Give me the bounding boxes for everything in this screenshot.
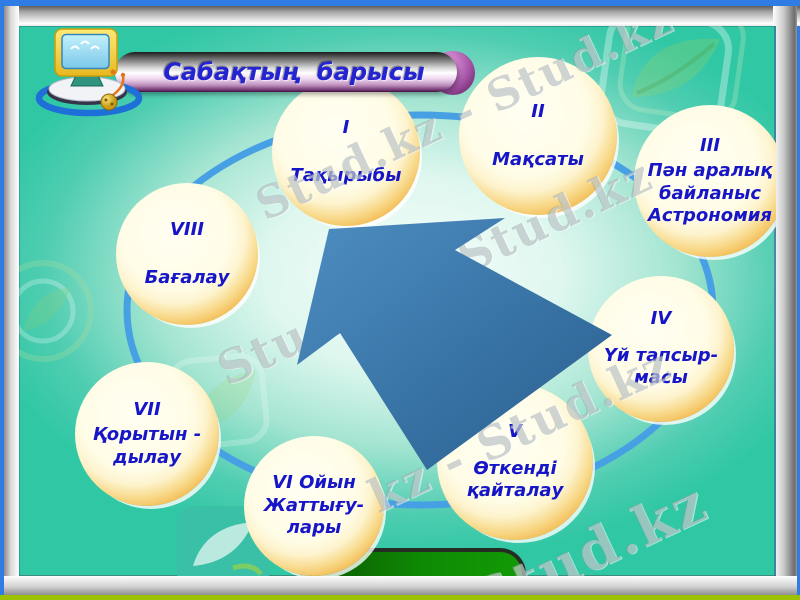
stage-circle-I: I Тақырыбы	[272, 78, 420, 226]
stage-circle-III: III Пән аралық байланыс Астрономия	[634, 105, 776, 257]
stage-label-line: Астрономия	[648, 205, 772, 226]
stage-numeral: VII	[133, 398, 161, 420]
stage-circle-VII: VII Қорытын - дылау	[75, 362, 219, 506]
stage-numeral: VI Ойын	[272, 472, 356, 494]
computer-monitor-icon	[35, 28, 143, 117]
stage-label-line: Жаттығу-	[263, 494, 365, 516]
page-title: Сабақтың барысы	[163, 58, 425, 86]
stage-label-line: Бағалау	[144, 267, 230, 288]
stage-numeral: IV	[650, 308, 672, 330]
frame-top-silver-bar	[4, 6, 800, 26]
frame-right-silver-bar	[773, 6, 797, 595]
stage-label-line: дылау	[113, 446, 181, 468]
stage-label-line: лары	[286, 517, 342, 539]
stage-numeral: I	[342, 116, 350, 138]
stage-label-line: Тақырыбы	[290, 165, 402, 186]
frame-bottom-olive-edge	[0, 595, 800, 600]
stage-label-line: Өткенді	[473, 457, 557, 479]
stage-circle-VIII: VIII Бағалау	[116, 183, 258, 325]
stage-numeral: V	[508, 421, 522, 443]
stage-circle-VI: VI Ойын Жаттығу- лары	[244, 436, 384, 576]
center-arrow	[297, 218, 612, 470]
stage-label-line: байланыс	[658, 182, 762, 204]
stage-label-line: масы	[634, 367, 688, 389]
frame-left-silver-bar	[4, 6, 19, 595]
stage-label-line: Мақсаты	[492, 149, 584, 170]
title-banner: Сабақтың барысы	[115, 52, 457, 92]
stage-label-line: қайталау	[466, 480, 564, 502]
stage-numeral: II	[531, 100, 545, 122]
stage-numeral: VIII	[169, 218, 205, 240]
frame-bottom-silver-bar	[4, 576, 797, 595]
stage-label-line: Пән аралық	[647, 160, 773, 181]
stage-numeral: III	[699, 134, 721, 156]
stage-label-line: Үй тапсыр-	[603, 344, 719, 366]
slide-panel: I Тақырыбы II Мақсаты III Пән аралық бай…	[19, 26, 776, 576]
stage-label-line: Қорытын -	[92, 424, 202, 446]
stage-circle-II: II Мақсаты	[459, 57, 617, 215]
stage-circle-IV: IV Үй тапсыр- масы	[588, 276, 734, 422]
